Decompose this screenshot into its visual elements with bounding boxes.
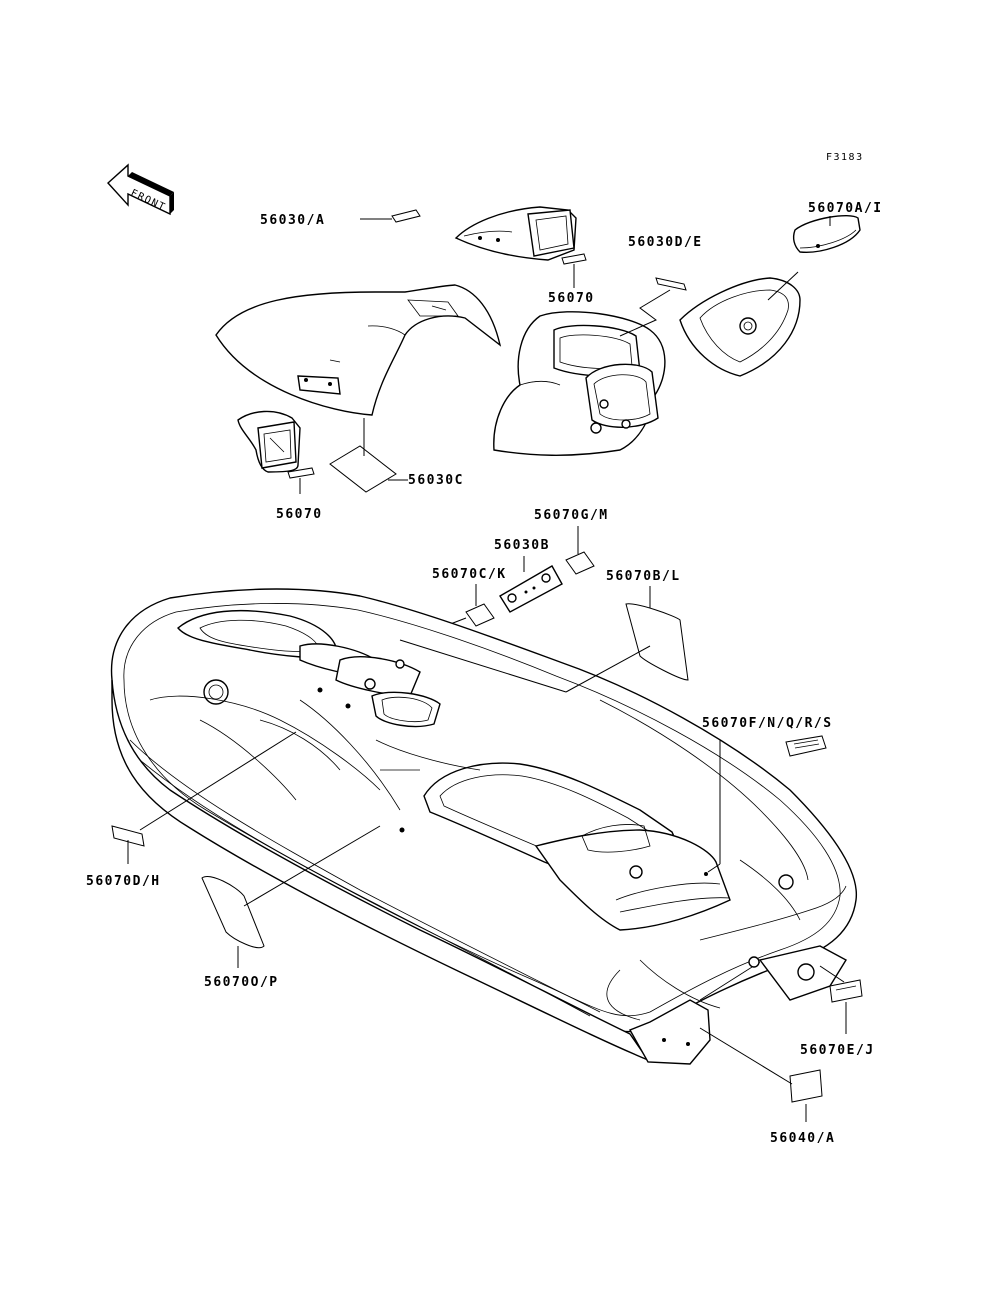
label-56070b-l: 56070B/L	[606, 569, 681, 584]
label-56040-a: 56040/A	[770, 1131, 835, 1146]
watercraft-hull	[110, 588, 858, 1065]
label-56070-top: 56070	[548, 291, 595, 306]
decal-56070c-k	[465, 603, 495, 627]
left-mirror	[237, 410, 301, 473]
label-56070o-p: 56070O/P	[204, 975, 279, 990]
decal-56070g-m	[565, 551, 595, 575]
label-56070d-h: 56070D/H	[86, 874, 161, 889]
label-56030-a: 56030/A	[260, 213, 325, 228]
upper-decals	[287, 209, 687, 493]
label-56070f: 56070F/N/Q/R/S	[702, 716, 833, 731]
decal-56040-a	[789, 1069, 823, 1103]
label-56030c: 56030C	[408, 473, 464, 488]
label-56070e-j: 56070E/J	[800, 1043, 875, 1058]
label-56030d-e: 56030D/E	[628, 235, 703, 250]
lower-leader-lines	[127, 639, 847, 1122]
top-mirror	[454, 206, 577, 261]
figure-id: F3183	[826, 152, 864, 163]
decal-56070o-p	[201, 876, 265, 948]
storage-lid	[679, 277, 801, 377]
decal-56070b-l	[625, 603, 689, 681]
upper-leader-lines	[299, 216, 831, 494]
label-56030b: 56030B	[494, 538, 550, 553]
decal-56070e-j	[829, 979, 863, 1003]
decal-56070-left	[287, 467, 315, 479]
instrument-console	[493, 311, 666, 456]
decal-56030c	[329, 445, 397, 493]
lid-cover	[792, 215, 861, 253]
label-56070c-k: 56070C/K	[432, 567, 507, 582]
decal-56070-top	[561, 253, 587, 265]
label-56070-left: 56070	[276, 507, 323, 522]
decal-56030-a	[391, 209, 421, 223]
label-56070a-i: 56070A/I	[808, 201, 883, 216]
label-56070g-m: 56070G/M	[534, 508, 609, 523]
front-deck-cover	[215, 284, 502, 416]
decal-56030d-e	[655, 277, 687, 291]
decal-56030b	[499, 565, 563, 613]
decal-56070d-h	[111, 825, 145, 847]
front-arrow-icon: FRONT	[107, 163, 174, 216]
lower-decals	[111, 735, 863, 1103]
